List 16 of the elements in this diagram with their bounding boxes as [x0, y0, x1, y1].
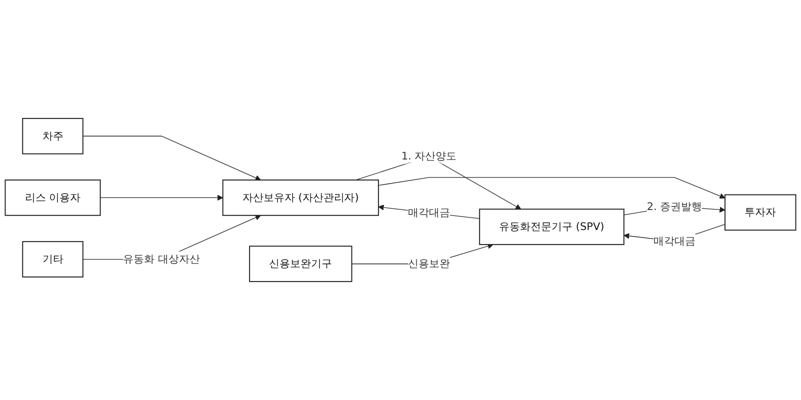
- node-box: 자산보유자 (자산관리자): [222, 180, 379, 216]
- arrow: [82, 136, 261, 181]
- node-box: 유동화전문기구 (SPV): [479, 208, 624, 246]
- node-box: 신용보완기구: [249, 246, 352, 282]
- node-box: 기타: [22, 241, 84, 278]
- node-box: 투자자: [724, 194, 796, 231]
- node-box: 차주: [22, 118, 84, 154]
- edge-label: 1. 자산양도: [401, 150, 457, 162]
- node-box: 리스 이용자: [4, 180, 101, 216]
- edge-label: 유동화 대상자산: [123, 252, 200, 266]
- arrow: [100, 194, 224, 201]
- edge-label: 매각대금: [653, 234, 696, 248]
- edge-label: 2. 증권발행: [646, 200, 702, 212]
- arrow: [378, 177, 726, 199]
- edge-label: 매각대금: [408, 206, 450, 219]
- edge-label: 신용보완: [408, 257, 450, 270]
